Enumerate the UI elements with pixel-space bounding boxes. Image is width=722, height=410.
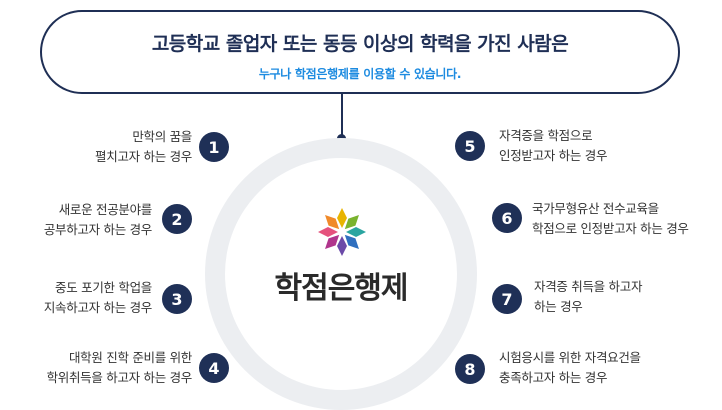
number-badge-8: 8 xyxy=(455,354,485,384)
item-line: 지속하고자 하는 경우 xyxy=(43,300,152,315)
number-badge-3: 3 xyxy=(162,284,192,314)
list-item-5-text: 자격증을 학점으로 인정받고자 하는 경우 xyxy=(499,126,607,166)
number-badge-2: 2 xyxy=(162,204,192,234)
list-item-3-text: 중도 포기한 학업을 지속하고자 하는 경우 xyxy=(44,278,152,318)
logo-petal xyxy=(346,227,366,237)
item-line: 중도 포기한 학업을 xyxy=(55,280,152,295)
list-item-1-text: 만학의 꿈을 펼치고자 하는 경우 xyxy=(95,127,192,167)
banner-title: 고등학교 졸업자 또는 동등 이상의 학력을 가진 사람은 xyxy=(151,33,569,55)
number-badge-4: 4 xyxy=(199,353,229,383)
item-line: 자격증 취득을 하고자 xyxy=(534,279,643,294)
number-badge-6: 6 xyxy=(492,203,522,233)
connector-line xyxy=(341,94,343,138)
list-item-7-text: 자격증 취득을 하고자 하는 경우 xyxy=(534,277,642,317)
item-line: 펼치고자 하는 경우 xyxy=(95,149,192,164)
number-badge-1: 1 xyxy=(199,132,229,162)
item-line: 새로운 전공분야를 xyxy=(58,202,153,217)
center-circle xyxy=(225,158,457,390)
item-line: 공부하고자 하는 경우 xyxy=(43,222,152,237)
logo-petal xyxy=(337,236,347,256)
item-line: 학위취득을 하고자 하는 경우 xyxy=(46,370,193,385)
logo-petal xyxy=(337,208,347,228)
logo-petal xyxy=(318,227,338,237)
item-line: 학점으로 인정받고자 하는 경우 xyxy=(532,221,689,236)
flower-petal-logo-icon xyxy=(318,208,366,256)
item-line: 하는 경우 xyxy=(534,299,583,314)
item-line: 충족하고자 하는 경우 xyxy=(499,370,608,385)
list-item-2-text: 새로운 전공분야를 공부하고자 하는 경우 xyxy=(44,200,152,240)
list-item-4-text: 대학원 진학 준비를 위한 학위취득을 하고자 하는 경우 xyxy=(46,348,193,388)
item-line: 자격증을 학점으로 xyxy=(499,128,593,143)
item-line: 대학원 진학 준비를 위한 xyxy=(68,350,192,365)
number-badge-5: 5 xyxy=(455,131,485,161)
item-line: 만학의 꿈을 xyxy=(132,129,192,144)
list-item-6-text: 국가무형유산 전수교육을 학점으로 인정받고자 하는 경우 xyxy=(532,199,689,239)
header-banner: 고등학교 졸업자 또는 동등 이상의 학력을 가진 사람은 누구나 학점은행제를… xyxy=(40,10,680,94)
item-line: 인정받고자 하는 경우 xyxy=(499,148,608,163)
center-title: 학점은행제 xyxy=(274,271,409,306)
item-line: 시험응시를 위한 자격요건을 xyxy=(499,350,641,365)
list-item-8-text: 시험응시를 위한 자격요건을 충족하고자 하는 경우 xyxy=(499,348,641,388)
number-badge-7: 7 xyxy=(492,284,522,314)
item-line: 국가무형유산 전수교육을 xyxy=(532,201,659,216)
banner-subtitle: 누구나 학점은행제를 이용할 수 있습니다. xyxy=(258,67,462,81)
